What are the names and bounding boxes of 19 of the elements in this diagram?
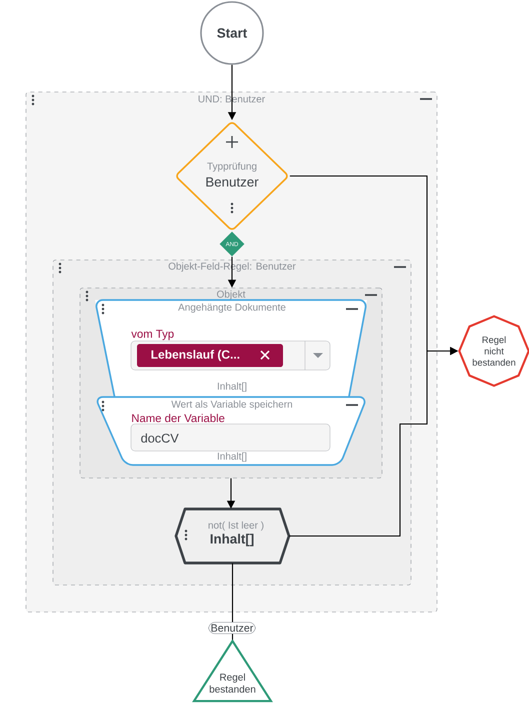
- output-label: Inhalt[]: [218, 382, 246, 392]
- selected-chip: Lebenslauf (C...: [137, 344, 283, 367]
- input-field: docCV: [130, 424, 330, 452]
- field-label: vom Typ: [131, 330, 174, 340]
- condition-hexagon: [174, 508, 290, 564]
- card-title: Angehängte Dokumente: [178, 303, 286, 313]
- trapezoid-card: [95, 299, 367, 397]
- decision-diamond: [176, 122, 288, 230]
- stop-octagon: Regel nicht bestanden: [458, 315, 529, 387]
- node-title: Inhalt[]: [210, 534, 254, 546]
- trapezoid-card: [96, 396, 366, 466]
- group-title: Objekt: [217, 290, 246, 300]
- node-subtitle: not( Ist leer ): [208, 521, 264, 531]
- field-label: Name der Variable: [132, 414, 224, 422]
- card-title: Wert als Variable speichern: [171, 400, 292, 410]
- output-label: Inhalt[]: [218, 452, 246, 462]
- edge-label: Benutzer: [208, 622, 256, 634]
- node-title: Benutzer: [206, 177, 258, 187]
- node-subtitle: Typprüfung: [207, 162, 256, 172]
